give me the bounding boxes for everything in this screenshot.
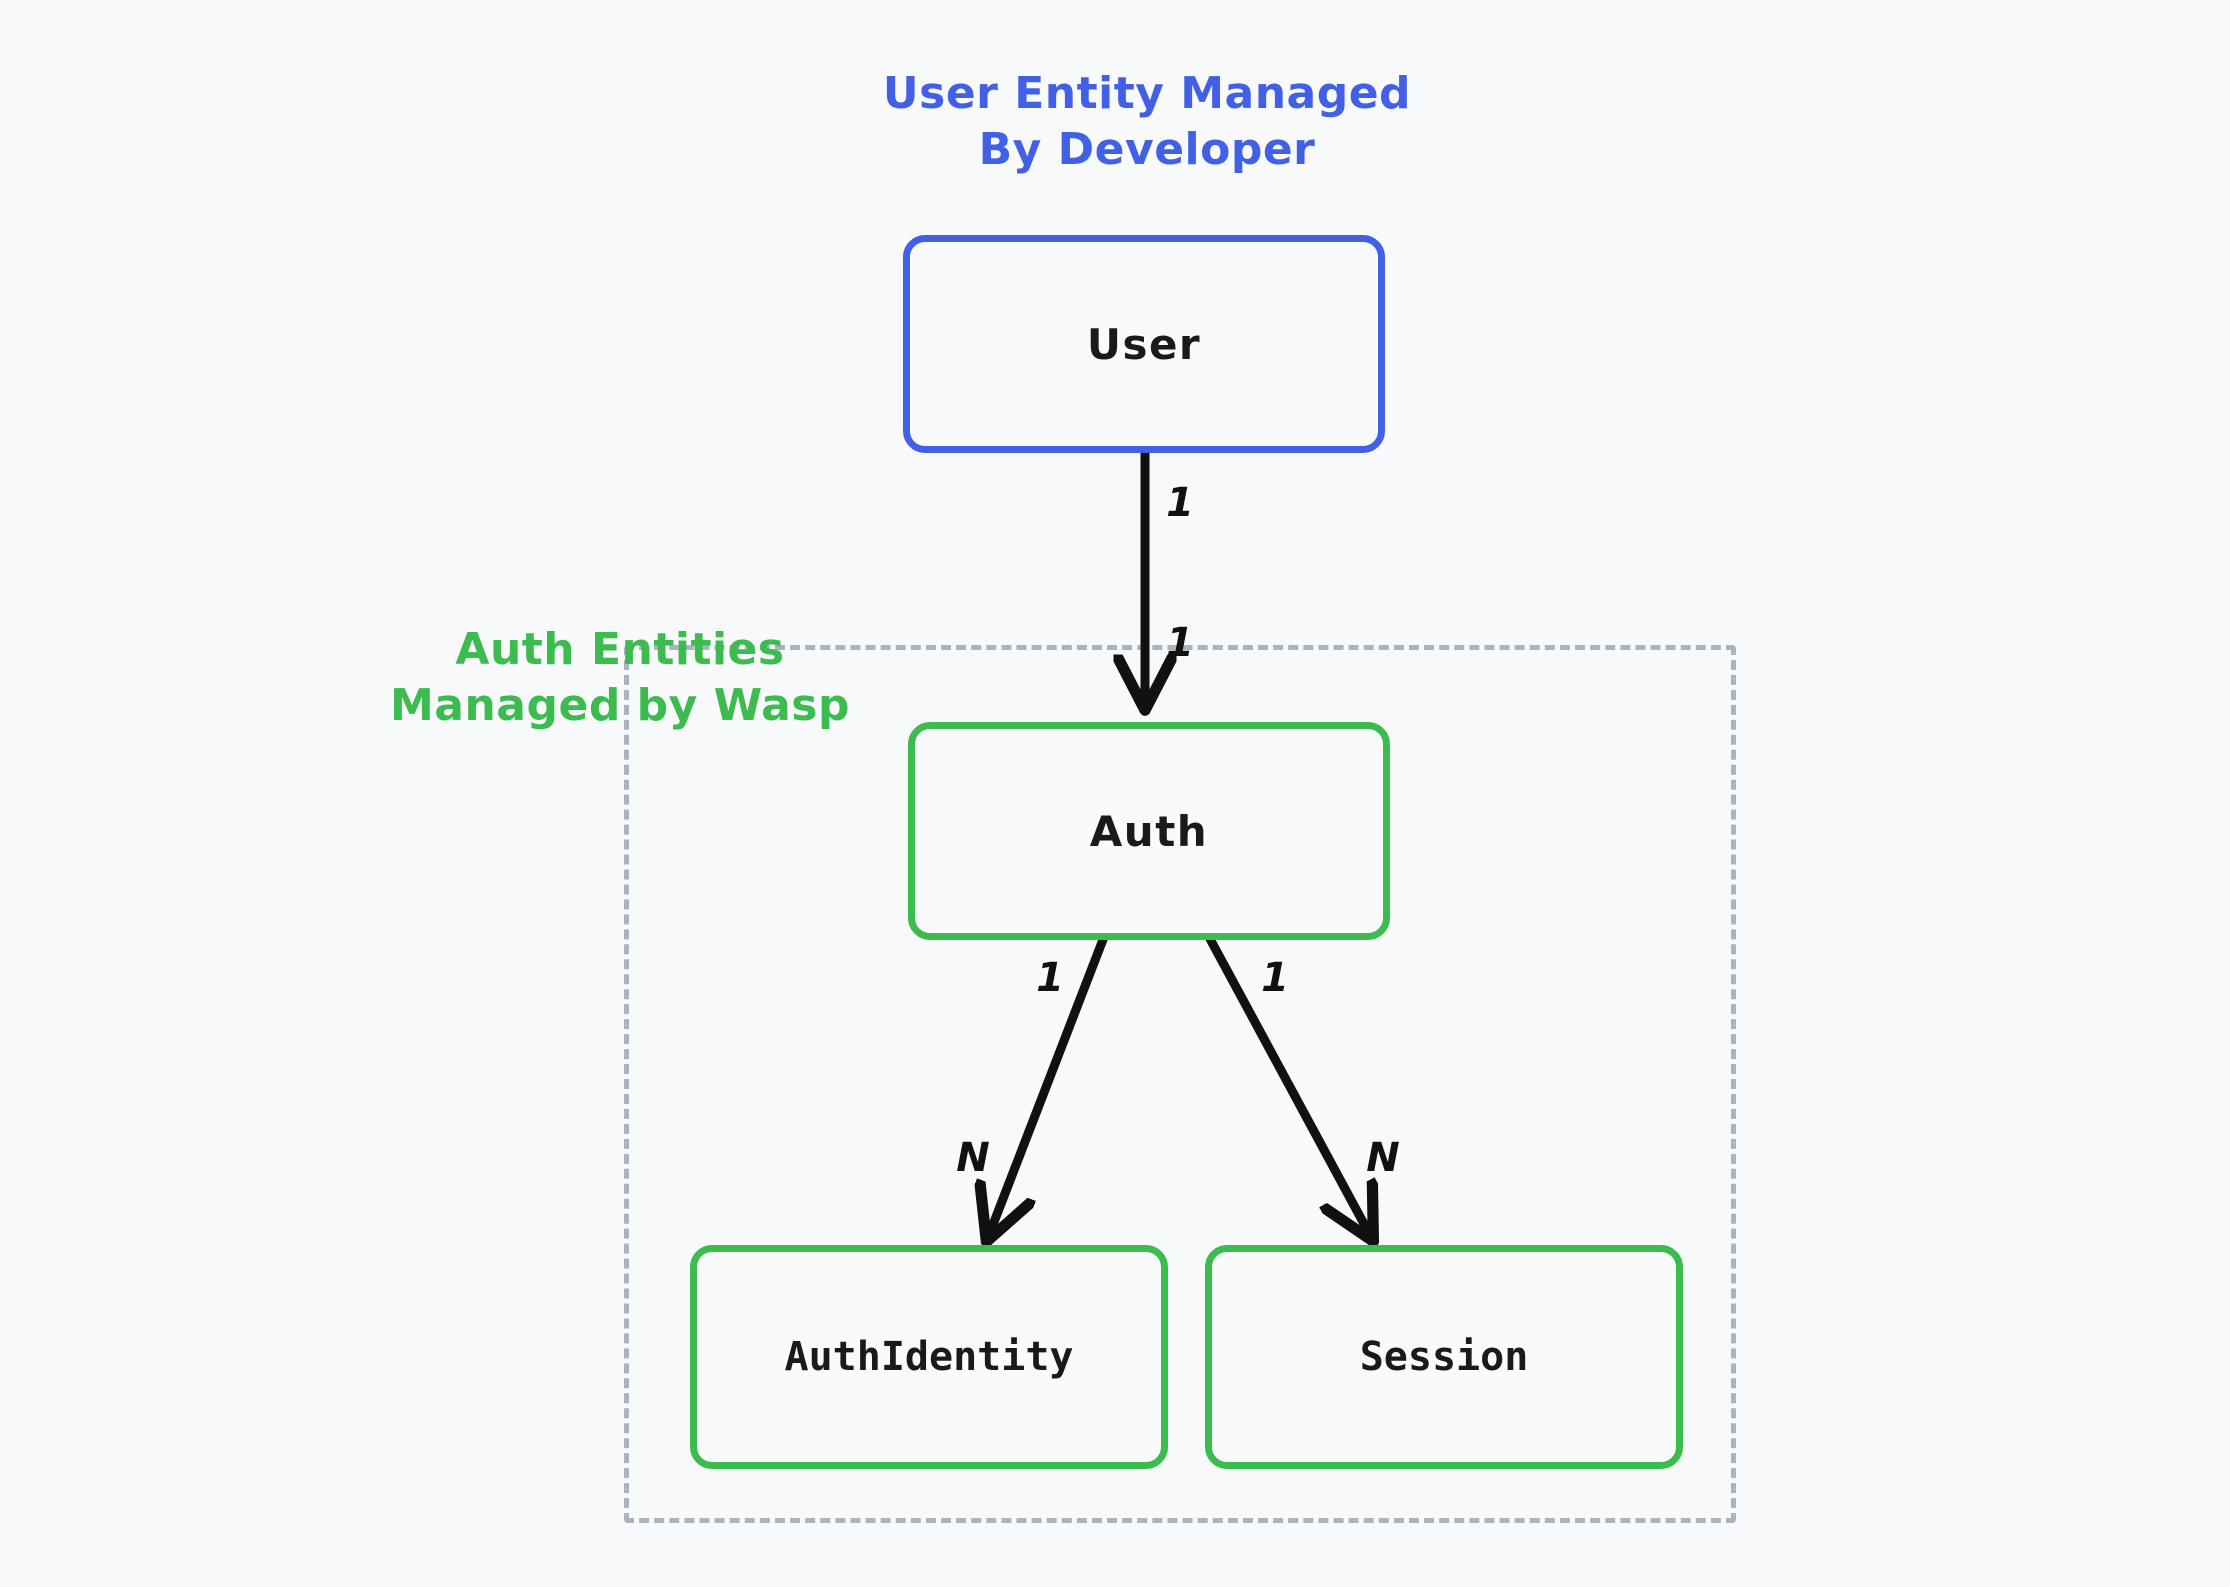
node-auth[interactable]: Auth (908, 722, 1390, 940)
node-authidentity-label: AuthIdentity (784, 1334, 1074, 1380)
node-user[interactable]: User (903, 235, 1385, 453)
node-authidentity[interactable]: AuthIdentity (690, 1245, 1168, 1469)
developer-group-title: User Entity Managed By Developer (882, 68, 1412, 176)
node-user-label: User (1086, 319, 1202, 369)
edge-label-user-auth-to: 1 (1166, 620, 1194, 666)
edge-label-user-auth-from: 1 (1166, 480, 1194, 526)
wasp-group-title: Auth Entities Managed by Wasp (390, 624, 850, 732)
edge-label-auth-session-from: 1 (1261, 955, 1289, 1001)
edge-label-auth-authidentity-from: 1 (1036, 955, 1064, 1001)
node-session[interactable]: Session (1205, 1245, 1683, 1469)
wasp-group-boundary (624, 645, 1736, 1523)
edge-label-auth-session-to: N (1366, 1135, 1400, 1181)
node-session-label: Session (1359, 1334, 1529, 1380)
edge-label-auth-authidentity-to: N (956, 1135, 990, 1181)
node-auth-label: Auth (1089, 806, 1209, 856)
